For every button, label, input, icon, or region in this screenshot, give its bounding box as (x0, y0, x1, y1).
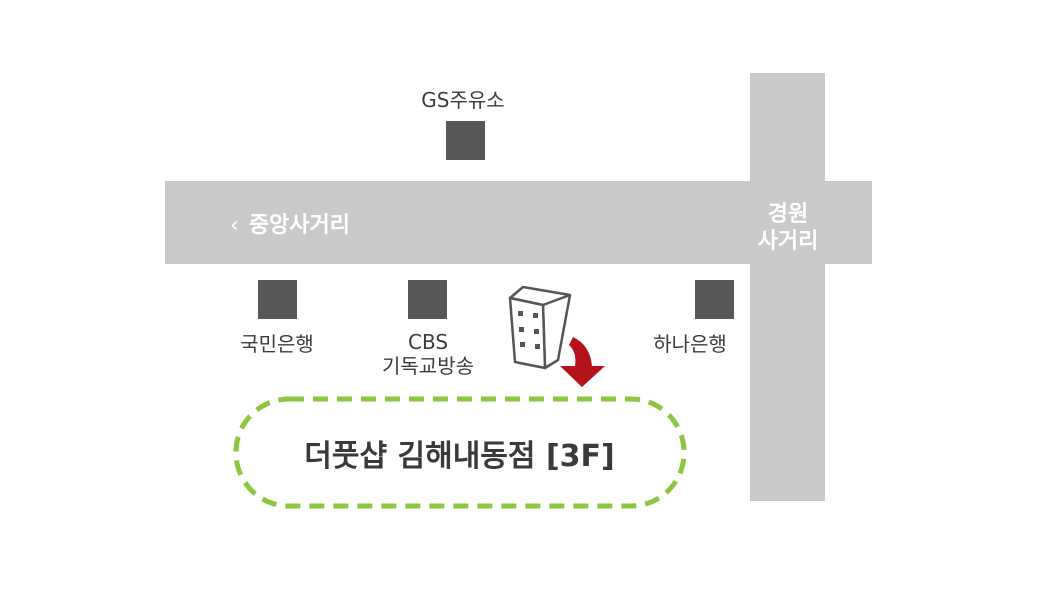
building-icon (508, 285, 572, 370)
hana-bank-marker (695, 280, 734, 319)
cbs-label: CBS 기독교방송 (382, 330, 474, 378)
destination-label: 더풋샵 김해내동점 [3F] (304, 438, 615, 474)
chevron-left-icon: ‹ (230, 213, 239, 238)
destination-outline (233, 396, 687, 509)
kookmin-bank-marker (258, 280, 297, 319)
kookmin-bank-label: 국민은행 (240, 332, 314, 356)
gs-station-marker (446, 121, 485, 160)
hana-bank-label: 하나은행 (653, 332, 727, 356)
gyeongwon-intersection-label: 경원 사거리 (757, 202, 819, 254)
vertical-road (750, 73, 825, 501)
arrow-down-icon (560, 337, 605, 387)
jungang-intersection-label: ‹중앙사거리 (230, 213, 351, 238)
gs-station-label: GS주유소 (421, 88, 505, 112)
cbs-marker (408, 280, 447, 319)
